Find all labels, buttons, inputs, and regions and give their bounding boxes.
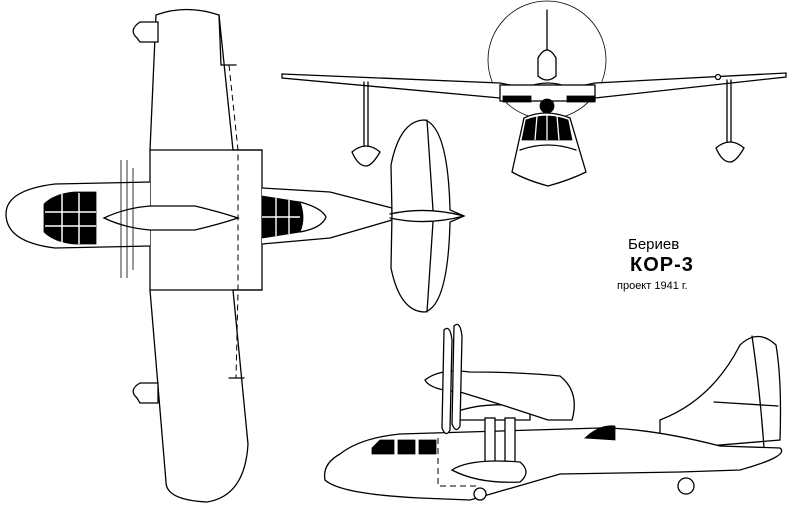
side-hidden-line — [437, 438, 480, 487]
front-view — [281, 0, 787, 187]
side-tailplane — [713, 401, 779, 407]
side-propeller — [441, 323, 463, 435]
plan-fin-top — [389, 209, 465, 223]
side-fin — [659, 335, 782, 451]
front-hull-chine — [519, 144, 577, 151]
side-strut-rear — [504, 417, 516, 467]
plan-float-top — [132, 21, 159, 43]
side-view — [323, 323, 783, 501]
plan-tailplane — [390, 119, 466, 313]
plan-cockpit-glazing — [43, 191, 97, 245]
plan-spar-line — [228, 64, 239, 379]
caption-model: КОР-3 — [630, 254, 694, 276]
caption-maker: Бериев — [628, 236, 680, 253]
side-hull — [323, 427, 783, 501]
front-turret-ball — [539, 98, 555, 114]
front-radiator-left — [502, 95, 532, 103]
side-rear-turret — [584, 425, 616, 441]
plan-elevator-hinge — [426, 119, 434, 313]
side-float — [450, 460, 527, 483]
side-cockpit-windows — [371, 439, 437, 455]
plan-rear-turret — [261, 195, 327, 239]
plan-wing — [149, 8, 263, 503]
side-strut-front — [484, 417, 496, 467]
plan-view — [5, 8, 466, 503]
side-beaching-wheel — [677, 477, 695, 495]
plan-propeller — [120, 160, 134, 278]
front-float-right — [715, 141, 745, 163]
caption-project: проект 1941 г. — [617, 280, 688, 292]
side-front-wheel — [473, 487, 487, 501]
plan-aileron-fwd — [218, 14, 222, 66]
side-rudder-hinge — [751, 335, 765, 449]
front-radiator-right — [566, 95, 596, 103]
front-nacelle — [537, 49, 557, 81]
front-float-left — [351, 145, 381, 167]
plan-nacelle — [102, 205, 241, 231]
plan-float-bottom — [132, 382, 159, 404]
front-nav-light — [714, 73, 722, 81]
